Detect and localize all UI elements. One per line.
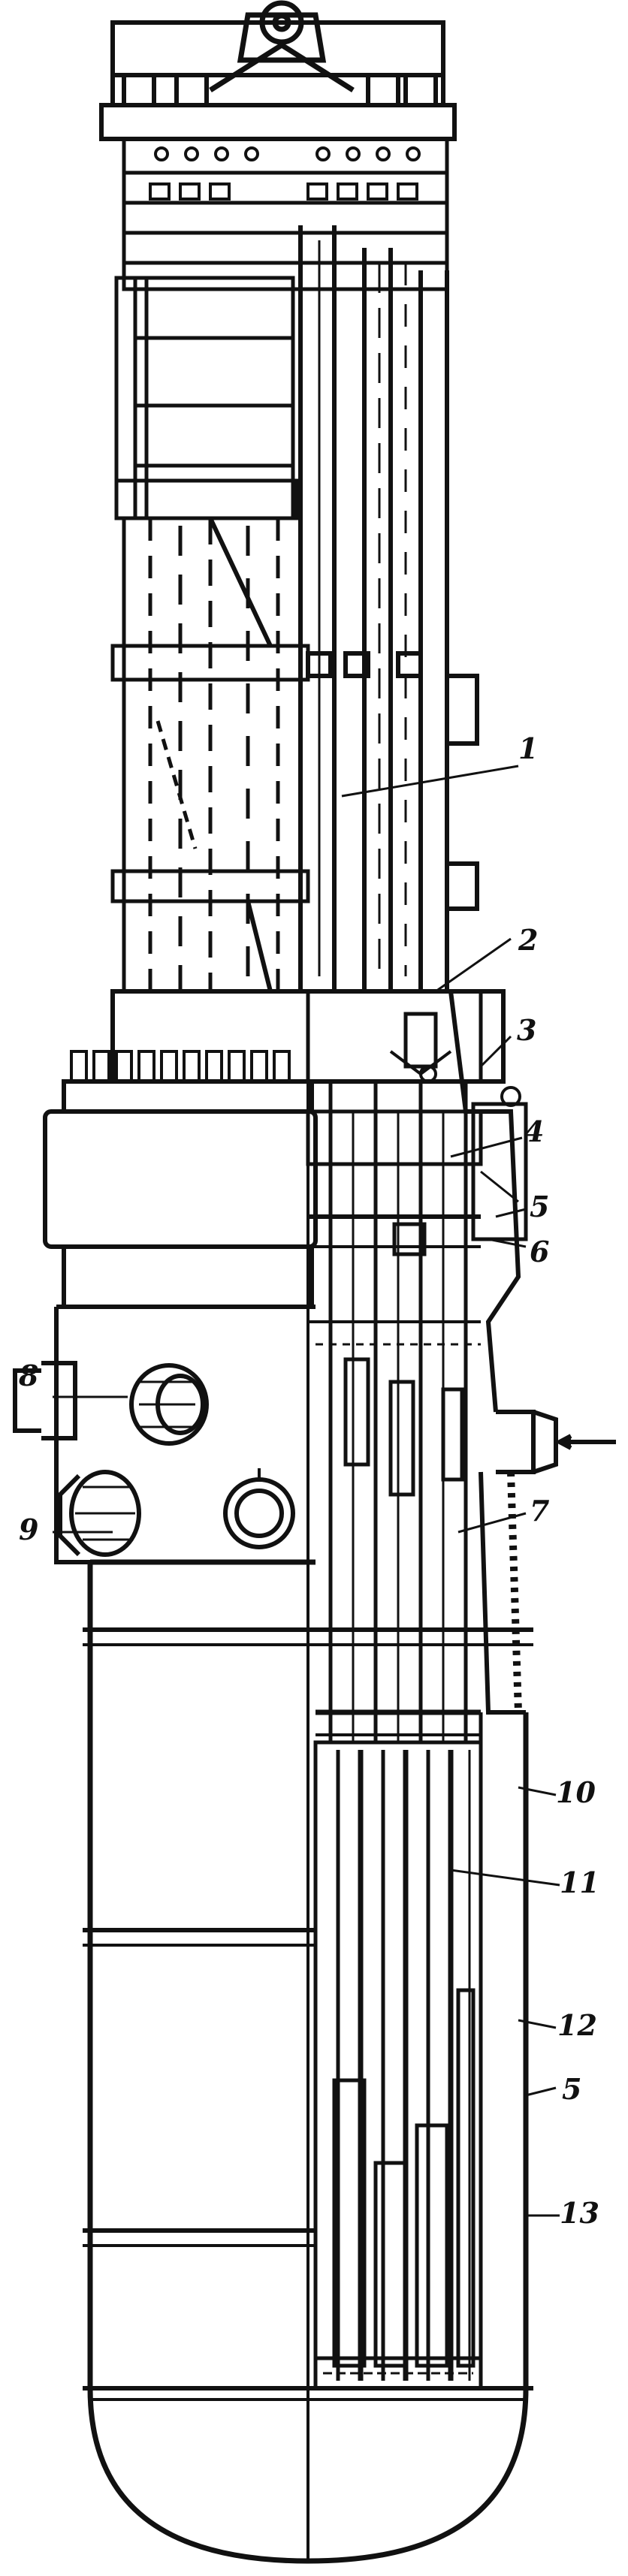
label-10: 10 xyxy=(556,1775,596,1809)
label-9: 9 xyxy=(19,1513,38,1546)
drive-rods xyxy=(298,225,479,991)
label-6: 6 xyxy=(530,1235,549,1268)
label-5-lower: 5 xyxy=(562,2072,581,2106)
label-13: 13 xyxy=(560,2196,599,2230)
core-internals-upper xyxy=(306,989,483,1742)
core-fuel-assemblies xyxy=(313,1740,483,2390)
label-1: 1 xyxy=(518,731,538,765)
label-11: 11 xyxy=(560,1866,599,1899)
label-8: 8 xyxy=(18,1359,38,1392)
top-frame xyxy=(99,20,457,141)
label-7: 7 xyxy=(530,1494,549,1528)
leader-lines xyxy=(53,765,560,2217)
label-3: 3 xyxy=(517,1013,536,1047)
drive-mechanism-block xyxy=(114,137,449,520)
part-labels: 1 2 3 4 5 6 7 8 9 10 11 12 5 13 xyxy=(18,731,599,2230)
label-5-upper: 5 xyxy=(530,1190,549,1223)
label-4: 4 xyxy=(524,1115,544,1148)
vessel-wall-section xyxy=(306,991,558,2561)
label-2: 2 xyxy=(518,923,538,957)
label-12: 12 xyxy=(557,2008,597,2042)
inlet-arrow xyxy=(554,1434,616,1450)
upper-support-column xyxy=(110,517,310,992)
nozzle-lower xyxy=(58,1468,295,1557)
nozzle-upper xyxy=(13,1361,209,1446)
